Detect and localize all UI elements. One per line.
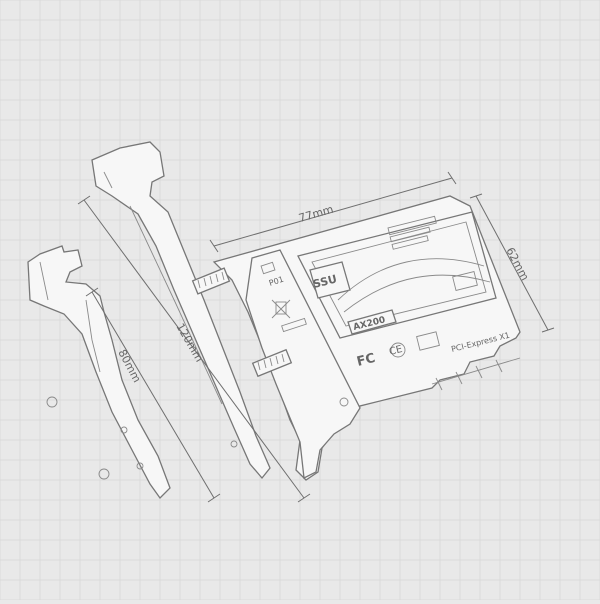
spec-text-block <box>387 215 437 250</box>
width-label: 77mm <box>297 203 335 225</box>
rohs-mark-icon <box>416 331 440 351</box>
pcie-card: P01 SSU <box>191 195 521 481</box>
low-profile-bracket <box>27 245 171 500</box>
full-height-bracket <box>91 141 271 480</box>
qr-code-icon <box>452 271 478 291</box>
chip-brand: SSU <box>312 272 339 290</box>
weee-bin-icon <box>271 299 291 319</box>
fc-mark: FC <box>355 351 377 370</box>
antenna-connector-top <box>191 267 231 295</box>
wifi-module: SSU AX200 <box>297 211 497 339</box>
height-label: 62mm <box>503 245 531 282</box>
pcie-edge <box>431 357 521 385</box>
ce-mark-icon: CE <box>388 342 406 358</box>
port-label: P01 <box>268 275 285 288</box>
svg-text:CE: CE <box>388 344 404 358</box>
antenna-connector-bottom <box>251 348 293 378</box>
